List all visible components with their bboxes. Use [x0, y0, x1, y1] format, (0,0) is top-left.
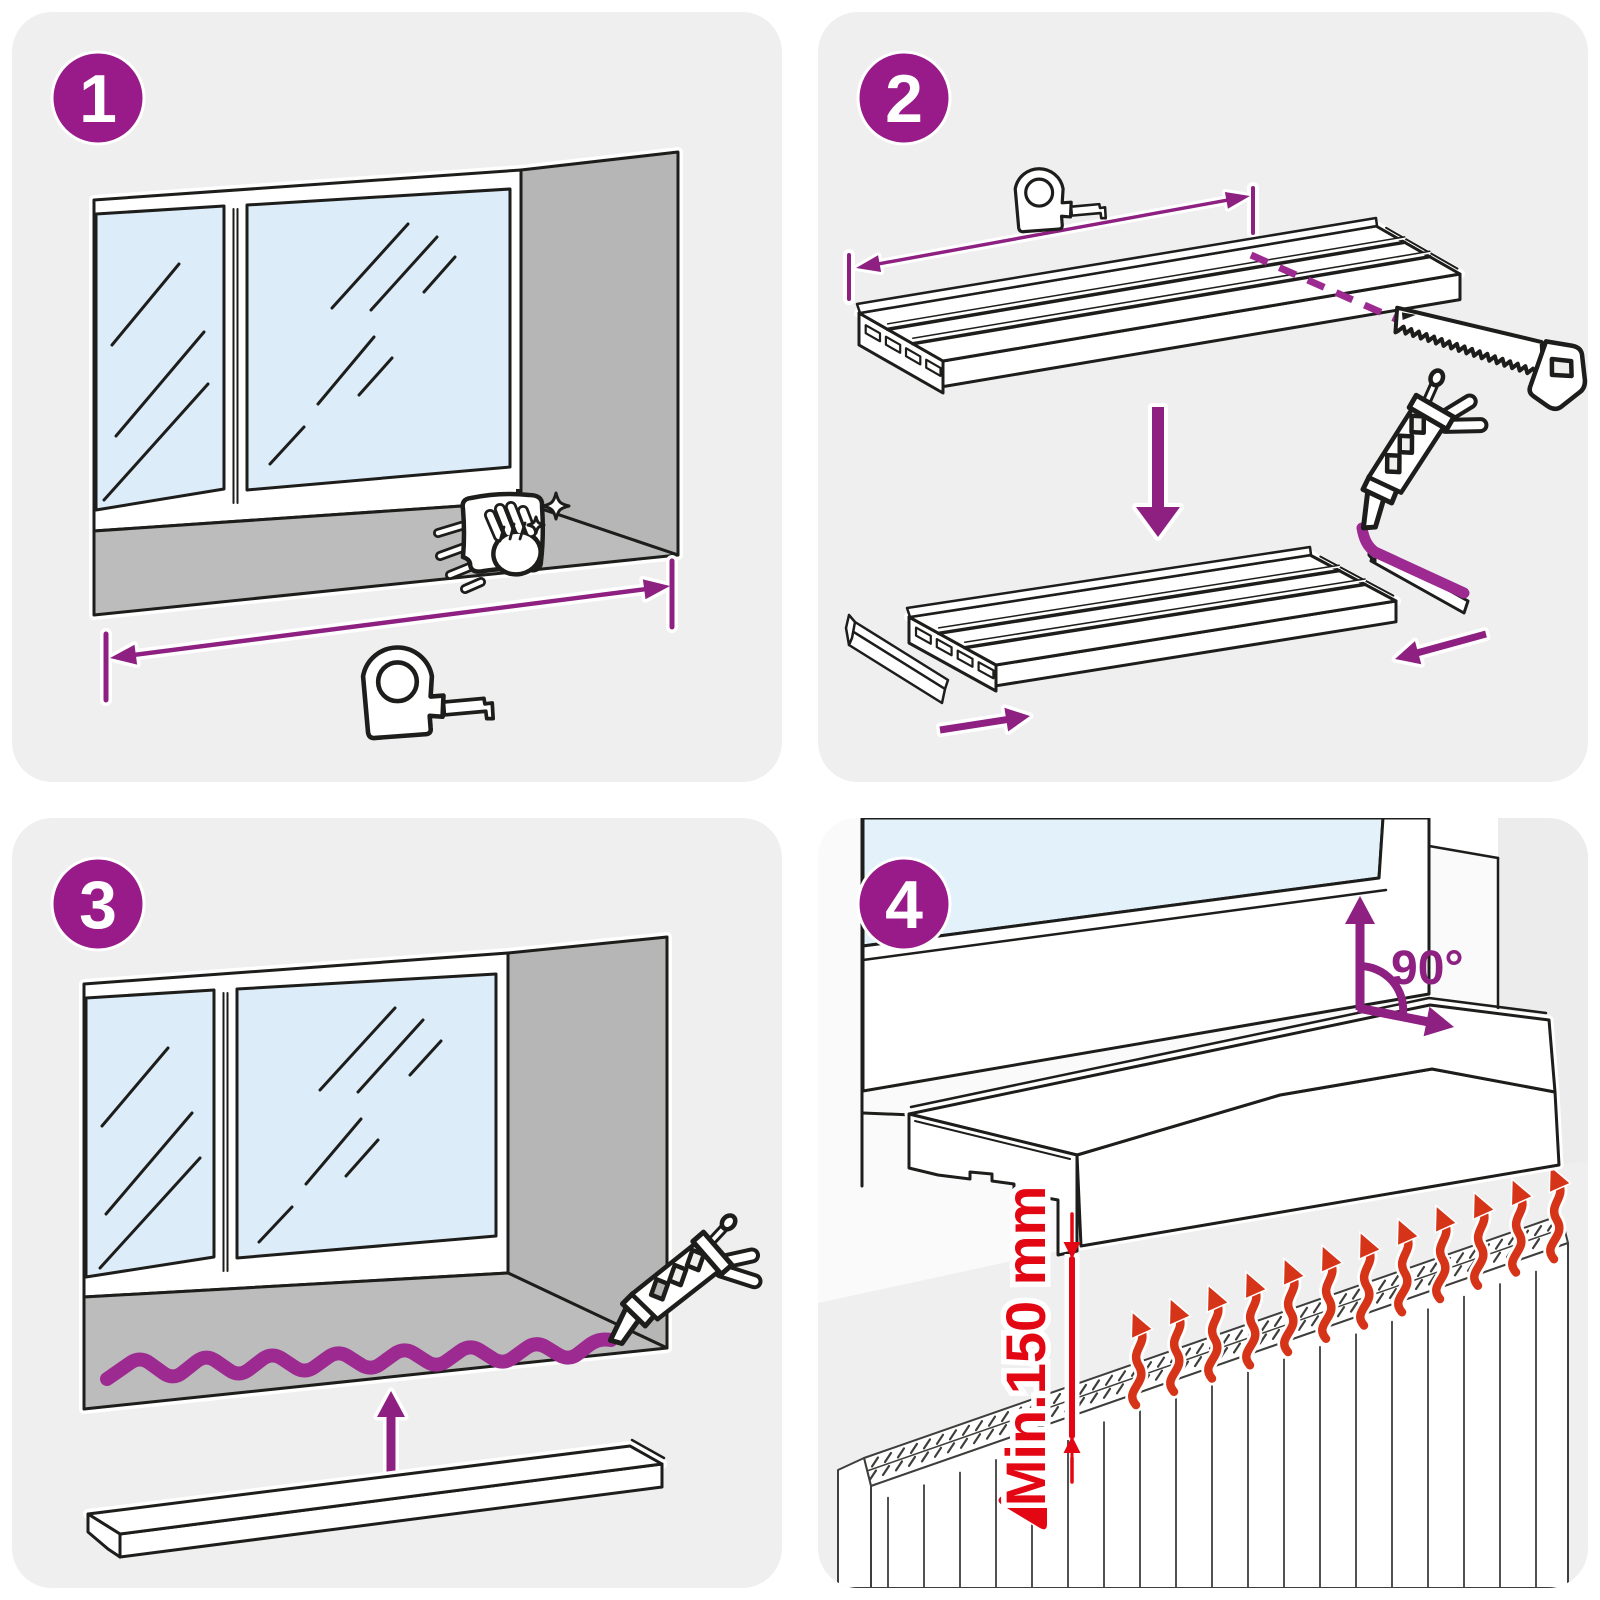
- svg-text:1: 1: [79, 61, 117, 137]
- svg-text:90°: 90°: [1391, 942, 1464, 995]
- svg-text:4: 4: [885, 867, 923, 943]
- svg-text:3: 3: [79, 867, 117, 943]
- svg-text:2: 2: [885, 61, 923, 137]
- svg-text:Min.150 mm: Min.150 mm: [994, 1186, 1057, 1507]
